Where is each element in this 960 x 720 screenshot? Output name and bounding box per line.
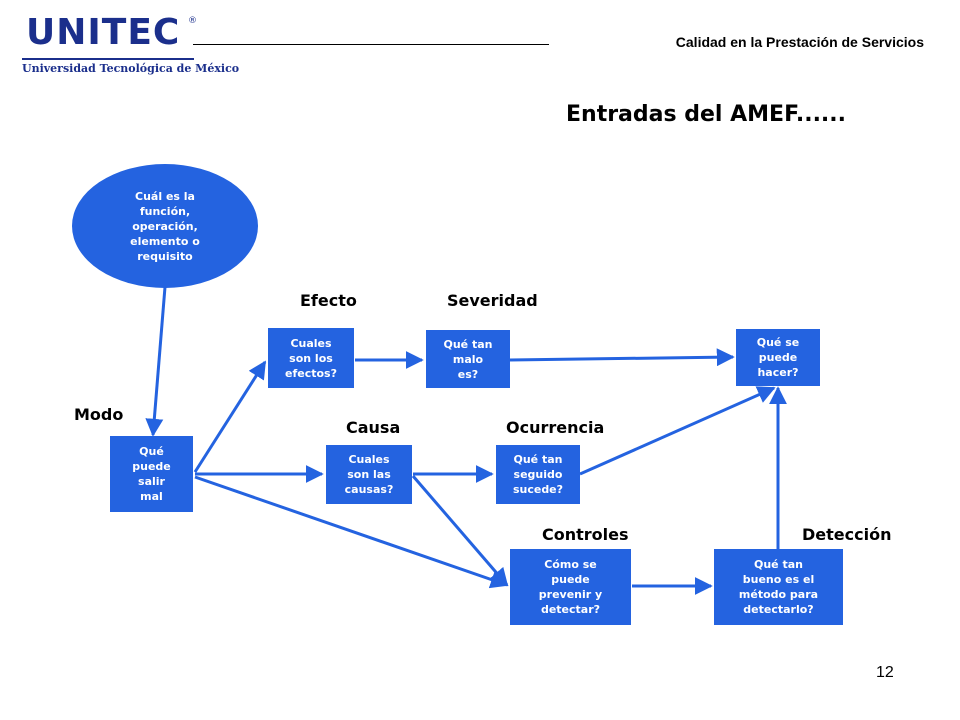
header-rule xyxy=(193,44,549,45)
label-modo: Modo xyxy=(74,405,124,424)
arrow-severidad-hacer xyxy=(509,348,735,367)
arrow-funcion-modo xyxy=(145,286,167,437)
label-ocurrencia: Ocurrencia xyxy=(506,418,605,437)
logo-divider xyxy=(22,58,194,60)
hacer-box: Qué se puede hacer? xyxy=(736,329,820,386)
label-efecto: Efecto xyxy=(300,291,357,310)
arrow-modo-efectos xyxy=(193,360,267,473)
prevenir-box: Cómo se puede prevenir y detectar? xyxy=(510,549,631,625)
arrow-causas-prevenir xyxy=(411,475,509,587)
registered-mark: ® xyxy=(188,16,197,26)
causas-box: Cuales son las causas? xyxy=(326,445,412,504)
unitec-logo: UNITEC xyxy=(26,12,181,53)
label-severidad: Severidad xyxy=(447,291,538,310)
slide-title: Entradas del AMEF...... xyxy=(566,102,847,127)
arrow-modo-prevenir xyxy=(194,475,509,589)
severidad-box: Qué tan malo es? xyxy=(426,330,510,388)
arrow-ocurrencia-hacer xyxy=(579,386,776,476)
funcion-ellipse: Cuál es la función, operación, elemento … xyxy=(72,164,258,288)
modo-box: Qué puede salir mal xyxy=(110,436,193,512)
label-causa: Causa xyxy=(346,418,401,437)
page-number: 12 xyxy=(876,664,894,681)
logo-subtitle: Universidad Tecnológica de México xyxy=(22,62,240,75)
efectos-box: Cuales son los efectos? xyxy=(268,328,354,388)
label-deteccion: Detección xyxy=(802,525,892,544)
label-controles: Controles xyxy=(542,525,629,544)
deteccion-box: Qué tan bueno es el método para detectar… xyxy=(714,549,843,625)
ocurrencia-box: Qué tan seguido sucede? xyxy=(496,445,580,504)
course-title: Calidad en la Prestación de Servicios xyxy=(675,34,924,50)
